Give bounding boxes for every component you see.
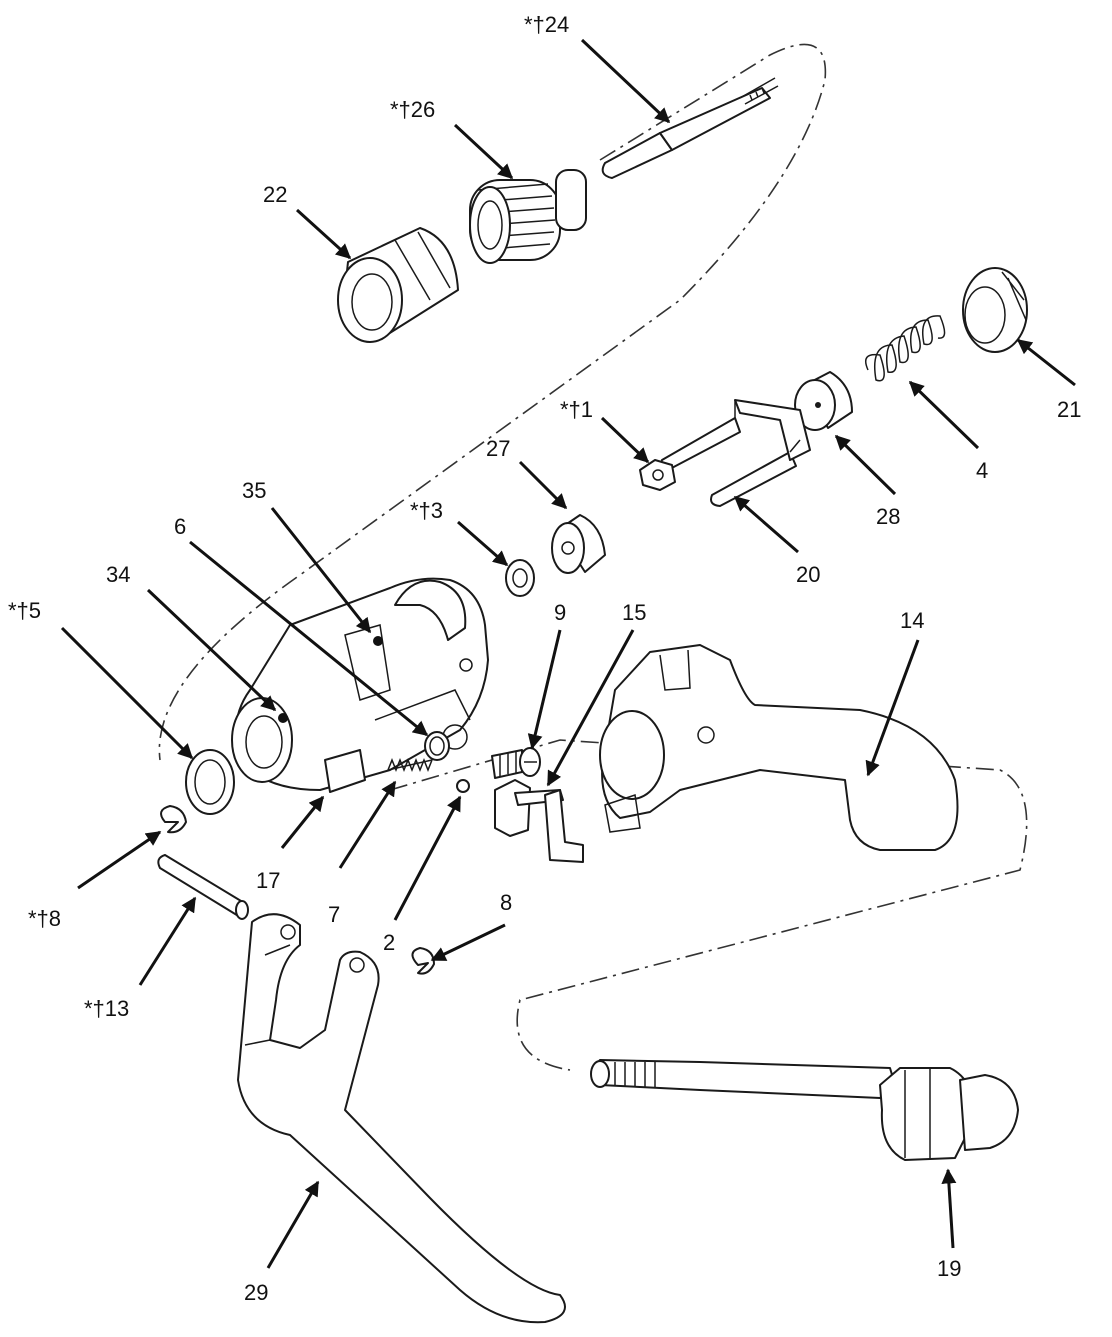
clip-part-8-right bbox=[411, 947, 435, 975]
label-34: 34 bbox=[106, 562, 130, 587]
leader-26 bbox=[453, 123, 514, 180]
leader-24 bbox=[580, 38, 671, 124]
small-spring-part-7 bbox=[387, 757, 433, 773]
label-21: 21 bbox=[1057, 397, 1081, 422]
gun-handle-part-14 bbox=[599, 644, 959, 851]
ball-part-2 bbox=[456, 779, 470, 793]
leader-4 bbox=[908, 380, 980, 450]
leader-13 bbox=[138, 896, 197, 986]
part-labels: *†24 *†26 22 21 4 28 *†1 27 20 *†3 35 6 … bbox=[8, 12, 1081, 1305]
clip-part-8-left bbox=[160, 805, 187, 834]
label-35: 35 bbox=[242, 478, 266, 503]
label-19: 19 bbox=[937, 1256, 961, 1281]
leader-15 bbox=[546, 629, 635, 787]
retaining-nut-part-22 bbox=[337, 227, 459, 343]
seat-housing-part-26 bbox=[469, 169, 587, 264]
leader-7 bbox=[338, 780, 397, 869]
trigger-bracket-part-20 bbox=[659, 399, 811, 507]
leader-35 bbox=[270, 507, 372, 634]
leader-20 bbox=[733, 495, 799, 554]
leader-5 bbox=[60, 626, 194, 760]
assembly-centerline bbox=[158, 43, 1028, 1071]
leader-17 bbox=[280, 795, 325, 849]
label-14: 14 bbox=[900, 608, 924, 633]
label-13: *†13 bbox=[84, 996, 129, 1021]
hex-nut-part-1 bbox=[639, 459, 676, 491]
leader-14 bbox=[865, 639, 920, 777]
leader-3 bbox=[457, 520, 509, 567]
leader-9 bbox=[527, 629, 562, 750]
spring-cap-part-21 bbox=[962, 267, 1028, 353]
label-2: 2 bbox=[383, 930, 395, 955]
label-26: *†26 bbox=[390, 97, 435, 122]
leader-arrows bbox=[60, 38, 1076, 1269]
leader-6 bbox=[189, 540, 429, 737]
label-4: 4 bbox=[976, 458, 988, 483]
seal-housing-part-27 bbox=[551, 514, 606, 574]
label-5: *†5 bbox=[8, 598, 41, 623]
label-3: *†3 bbox=[410, 498, 443, 523]
label-24: *†24 bbox=[524, 12, 569, 37]
label-6: 6 bbox=[174, 514, 186, 539]
label-8b: 8 bbox=[500, 890, 512, 915]
gun-head-body-parts-34-35 bbox=[231, 577, 489, 793]
valve-stem-part-19 bbox=[590, 1059, 1019, 1161]
leader-28 bbox=[834, 434, 897, 496]
leader-1 bbox=[600, 416, 650, 464]
leader-2 bbox=[393, 795, 462, 921]
label-27: 27 bbox=[486, 436, 510, 461]
label-1: *†1 bbox=[560, 397, 593, 422]
spring-part-4 bbox=[865, 315, 946, 382]
plunger-part-28 bbox=[794, 371, 853, 431]
label-8a: *†8 bbox=[28, 906, 61, 931]
trigger-part-29 bbox=[237, 913, 566, 1324]
label-20: 20 bbox=[796, 562, 820, 587]
label-7: 7 bbox=[328, 902, 340, 927]
seal-part-3 bbox=[505, 559, 535, 597]
gasket-part-5 bbox=[185, 749, 235, 815]
label-9: 9 bbox=[554, 600, 566, 625]
leader-8a bbox=[77, 830, 162, 890]
label-17: 17 bbox=[256, 868, 280, 893]
label-22: 22 bbox=[263, 182, 287, 207]
leader-29 bbox=[266, 1180, 320, 1269]
leader-27 bbox=[518, 460, 568, 510]
label-29: 29 bbox=[244, 1280, 268, 1305]
label-28: 28 bbox=[876, 504, 900, 529]
screw-part-9 bbox=[491, 747, 541, 779]
leader-19 bbox=[941, 1168, 957, 1249]
latch-part-15 bbox=[494, 779, 584, 863]
leader-34 bbox=[146, 588, 277, 712]
o-ring-part-6 bbox=[424, 731, 450, 761]
leader-21 bbox=[1016, 338, 1076, 387]
label-15: 15 bbox=[622, 600, 646, 625]
leader-22 bbox=[295, 208, 352, 260]
leader-8b bbox=[430, 923, 506, 962]
pivot-pin-part-13 bbox=[157, 854, 249, 920]
needle-part-24 bbox=[601, 77, 779, 179]
